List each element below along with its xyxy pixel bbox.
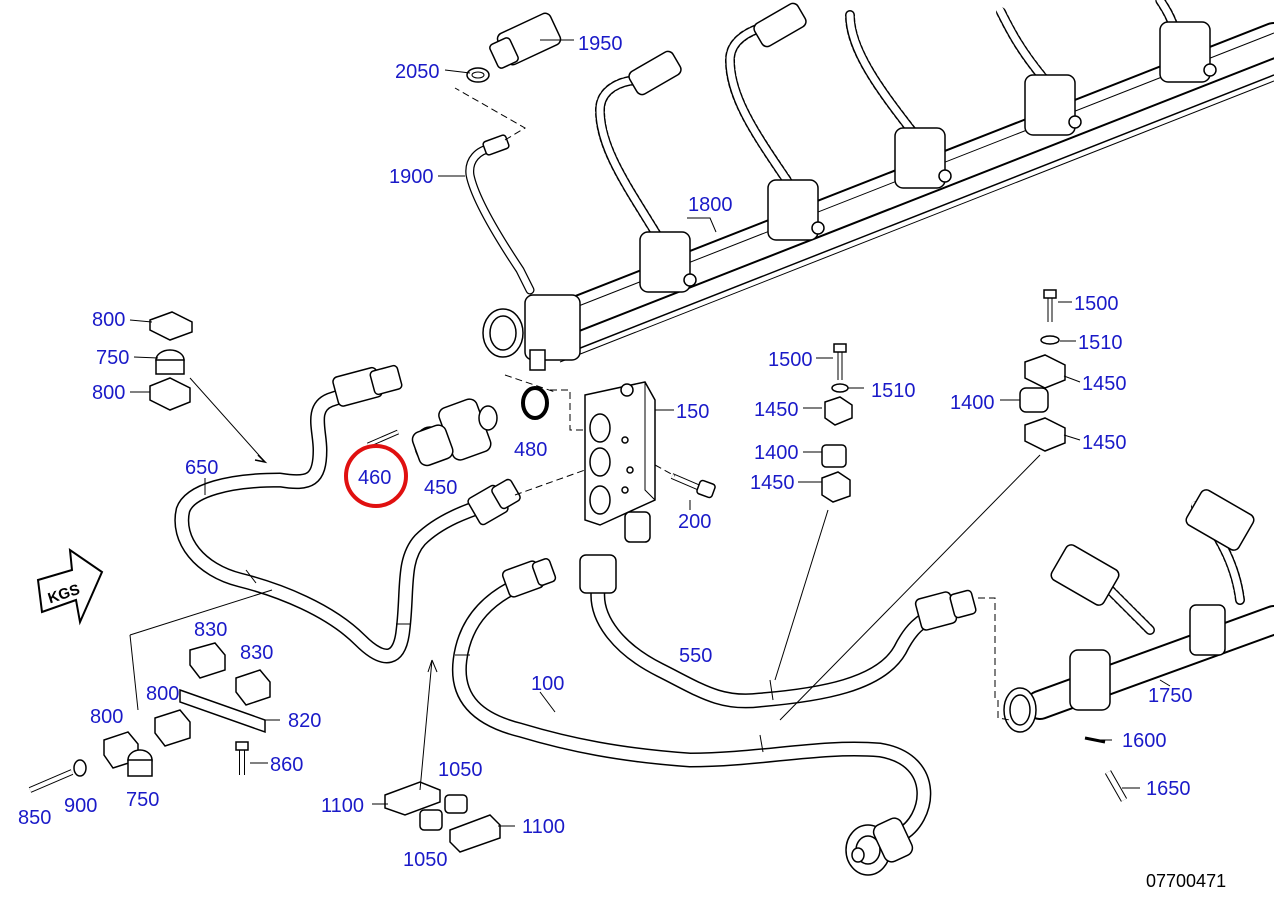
- drawing-number: 07700471: [1146, 871, 1226, 891]
- label-800-bottom-left[interactable]: 800: [90, 706, 123, 728]
- o-ring-480: [521, 386, 549, 420]
- label-820[interactable]: 820: [288, 710, 321, 732]
- part-labels: 1950 2050 1900 1800 800 750 800 650 460 …: [18, 33, 1193, 871]
- highlight-circle-460: [344, 444, 408, 508]
- label-1500-mid[interactable]: 1500: [768, 349, 813, 371]
- label-1400-right[interactable]: 1400: [950, 392, 995, 414]
- label-1050-top[interactable]: 1050: [438, 759, 483, 781]
- label-1050-bottom[interactable]: 1050: [403, 849, 448, 871]
- label-1650[interactable]: 1650: [1146, 778, 1191, 800]
- valve-block-150: [504, 374, 656, 543]
- label-1800[interactable]: 1800: [688, 194, 733, 216]
- label-830-left[interactable]: 830: [194, 619, 227, 641]
- label-100[interactable]: 100: [531, 673, 564, 695]
- label-1900[interactable]: 1900: [389, 166, 434, 188]
- label-650[interactable]: 650: [185, 457, 218, 479]
- clamp-set-bottom-middle: [384, 781, 501, 853]
- label-750-top[interactable]: 750: [96, 347, 129, 369]
- label-1950[interactable]: 1950: [578, 33, 623, 55]
- label-550[interactable]: 550: [679, 645, 712, 667]
- leader-lines: [129, 39, 1171, 827]
- label-800-bottom-right[interactable]: 800: [146, 683, 179, 705]
- injector-pipes: [594, 0, 1180, 245]
- clamp-set-middle: [821, 343, 853, 503]
- clamp-set-bottom-left: [28, 642, 271, 793]
- label-1510-mid[interactable]: 1510: [871, 380, 916, 402]
- clamp-set-right: [1019, 289, 1066, 452]
- screw-460: [367, 429, 399, 448]
- label-1450-right-top[interactable]: 1450: [1082, 373, 1127, 395]
- label-800-mid[interactable]: 800: [92, 382, 125, 404]
- label-150[interactable]: 150: [676, 401, 709, 423]
- label-1500-right[interactable]: 1500: [1074, 293, 1119, 315]
- label-450[interactable]: 450: [424, 477, 457, 499]
- label-1100-right[interactable]: 1100: [522, 816, 565, 838]
- label-1100-left[interactable]: 1100: [321, 795, 364, 817]
- label-200[interactable]: 200: [678, 511, 711, 533]
- label-1600[interactable]: 1600: [1122, 730, 1167, 752]
- kgs-direction-arrow: KGS: [36, 547, 104, 626]
- rail-end-fitting: [482, 294, 581, 371]
- label-850[interactable]: 850: [18, 807, 51, 829]
- pipe-650: [174, 364, 521, 664]
- sensor-1950: [466, 12, 562, 83]
- label-800-top[interactable]: 800: [92, 309, 125, 331]
- screw-1650: [1084, 736, 1128, 802]
- label-1450-right-bottom[interactable]: 1450: [1082, 432, 1127, 454]
- label-860[interactable]: 860: [270, 754, 303, 776]
- pressure-valve-450: [411, 398, 498, 467]
- label-460[interactable]: 460: [358, 467, 391, 489]
- label-1510-right[interactable]: 1510: [1078, 332, 1123, 354]
- rail-clamps: [639, 21, 1217, 293]
- bolt-200: [654, 464, 716, 499]
- label-1450-mid-top[interactable]: 1450: [754, 399, 799, 421]
- label-900[interactable]: 900: [64, 795, 97, 817]
- label-830-right[interactable]: 830: [240, 642, 273, 664]
- label-1750[interactable]: 1750: [1148, 685, 1193, 707]
- label-1400-mid[interactable]: 1400: [754, 442, 799, 464]
- pipe-550: [579, 554, 977, 709]
- label-1450-mid-bottom[interactable]: 1450: [750, 472, 795, 494]
- rail-1750: [978, 489, 1274, 733]
- label-480[interactable]: 480: [514, 439, 547, 461]
- pipe-1900: [454, 87, 535, 295]
- label-750-bottom[interactable]: 750: [126, 789, 159, 811]
- label-2050[interactable]: 2050: [395, 61, 440, 83]
- clamp-set-top: [149, 311, 193, 411]
- pipe-100: [451, 558, 932, 876]
